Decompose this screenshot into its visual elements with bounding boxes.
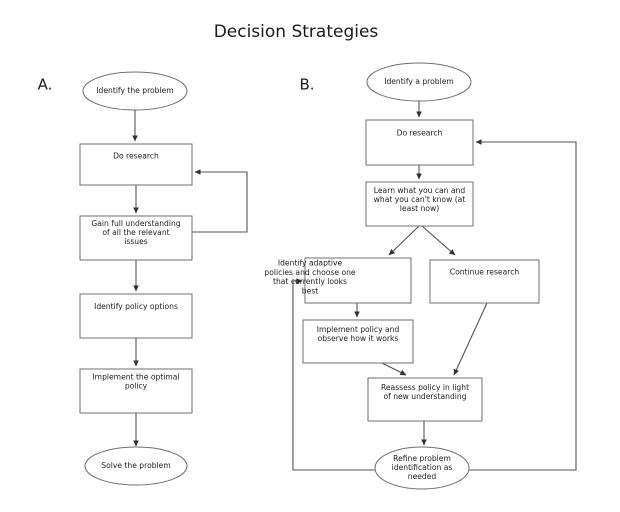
node-label-line: Solve the problem (101, 461, 170, 470)
node-label-line: policies and choose one (264, 268, 355, 277)
node-do-research[interactable]: Do research (79, 143, 193, 186)
node-label-line: identification as (392, 463, 453, 472)
node-label-line: least now) (400, 204, 439, 213)
node-label-line: Identify the problem (96, 86, 173, 95)
node-continue-research[interactable]: Continue research (429, 259, 540, 304)
node-label-line: best (302, 286, 318, 295)
panel-label-a: A. (38, 76, 53, 94)
edge-gain-feedback-to-research (192, 169, 248, 233)
node-label-line: Continue research (450, 268, 520, 277)
edge-refine-feedback-to-adaptive (292, 278, 375, 471)
edge-learn-to-adaptive (388, 225, 420, 256)
edge-learn-to-continue (421, 225, 456, 256)
node-label-line: issues (124, 237, 148, 246)
panel-label-b: B. (299, 76, 314, 94)
node-identify-policy-options[interactable]: Identify policy options (79, 293, 193, 339)
page-title: Decision Strategies (214, 22, 379, 42)
node-label-line: Reassess policy in light (381, 383, 469, 392)
node-label-line: what you can't know (at (374, 195, 466, 204)
node-identify-the-problem[interactable]: Identify the problem (82, 71, 188, 111)
node-label-line: Do research (113, 152, 159, 161)
node-label-line: Refine problem (393, 454, 451, 463)
node-label-line: Identify a problem (384, 77, 454, 86)
node-label-line: that currently looks (273, 277, 347, 286)
node-label-line: needed (408, 472, 437, 481)
node-label-line: Gain full understanding (91, 219, 180, 228)
node-label-line: of all the relevant (102, 228, 169, 237)
node-label-line: Do research (397, 129, 443, 138)
node-identify-a-problem[interactable]: Identify a problem (366, 62, 472, 102)
edge-implement-to-reassess (381, 362, 407, 376)
node-label-line: policy (125, 382, 148, 391)
edge-refine-feedback-to-research (469, 139, 577, 471)
node-label-line: of new understanding (383, 392, 466, 401)
node-label-line: Learn what you can and (374, 186, 466, 195)
edge-continue-to-reassess (453, 302, 488, 376)
node-solve-the-problem[interactable]: Solve the problem (84, 446, 188, 486)
node-label-line: observe how it works (318, 334, 399, 343)
node-label-line: Implement the optimal (92, 372, 179, 381)
node-label-line: Identify adaptive (278, 259, 343, 268)
node-label-line: Implement policy and (317, 325, 400, 334)
node-label-line: Identify policy options (94, 302, 178, 311)
node-do-research[interactable]: Do research (365, 119, 474, 166)
